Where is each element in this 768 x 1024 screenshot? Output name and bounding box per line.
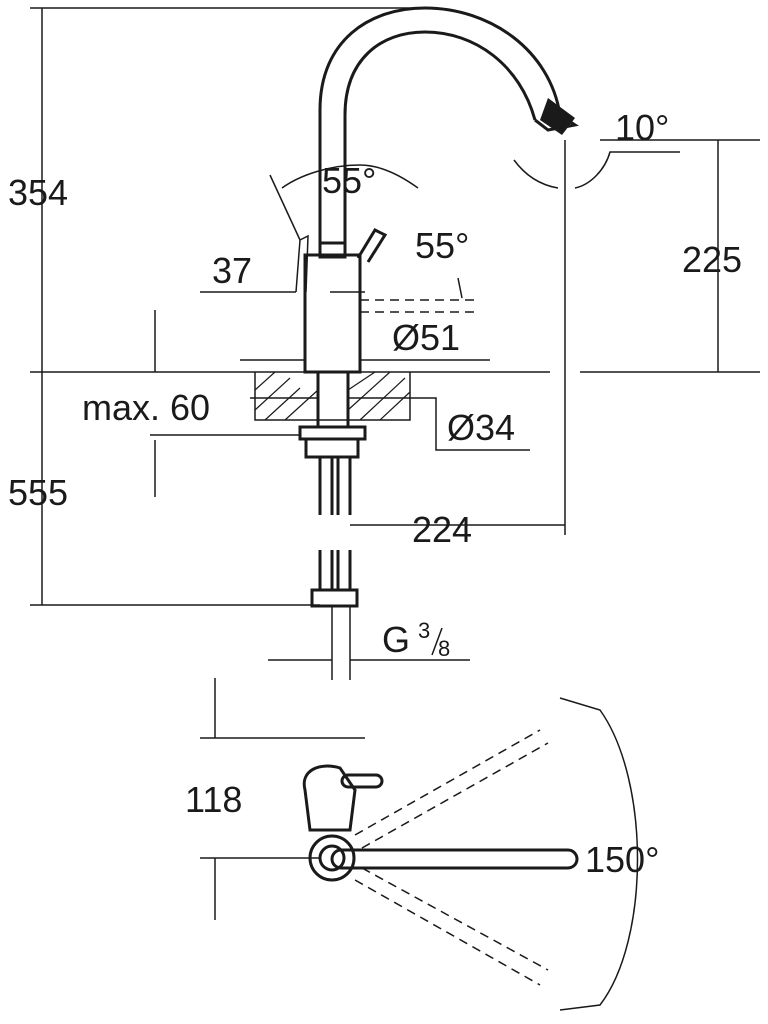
top-view: [200, 678, 639, 1011]
dim-spout-angle: 10°: [615, 107, 669, 148]
dim-118: 118: [185, 779, 242, 820]
dim-225: 225: [682, 239, 742, 280]
faucet-body: [295, 228, 480, 680]
svg-text:G: G: [382, 619, 410, 660]
dim-swivel-angle: 150°: [585, 839, 659, 880]
dim-lever-angle-left: 55°: [322, 160, 376, 201]
dim-max-deck-thickness: max. 60: [82, 387, 210, 428]
dim-354: 354: [8, 172, 68, 213]
dim-224: 224: [412, 509, 472, 550]
dim-body-diameter: Ø51: [392, 317, 460, 358]
deck-section: [30, 371, 760, 421]
svg-text:3: 3: [418, 618, 430, 643]
dim-37: 37: [212, 250, 252, 291]
dimension-lines: [30, 7, 760, 661]
svg-text:8: 8: [438, 636, 450, 661]
dim-555: 555: [8, 472, 68, 513]
spout: [318, 6, 579, 250]
dim-shank-diameter: Ø34: [447, 407, 515, 448]
dim-lever-angle-right: 55°: [415, 225, 469, 266]
dim-thread: G 3 8: [382, 618, 450, 661]
